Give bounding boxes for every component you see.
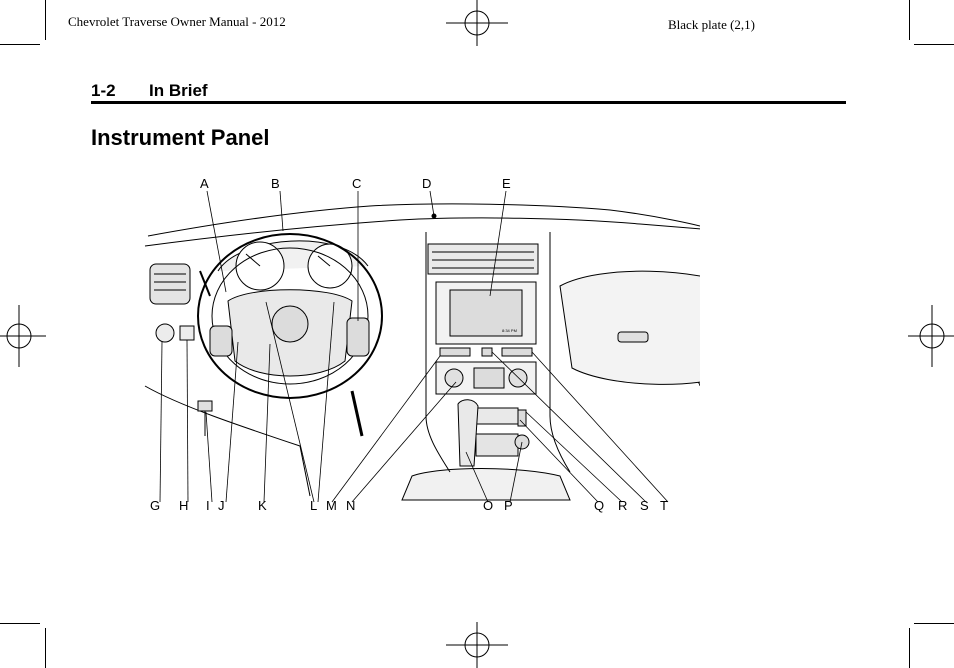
steering-wheel [197,233,383,399]
callout-a: A [200,176,209,191]
registration-mark-top [446,0,508,46]
callout-t: T [660,498,668,513]
shift-lever [457,399,479,467]
horn-emblem [271,305,309,343]
lower-switch-panel [475,407,519,425]
center-stack-outline-right [549,232,571,473]
callout-q: Q [594,498,604,513]
callout-k: K [258,498,267,513]
turn-signal-lever [199,270,211,297]
crop-mark [0,44,40,45]
section-heading: 1-2 In Brief [91,81,846,101]
callout-b: B [271,176,280,191]
callout-r: R [618,498,627,513]
mode-buttons-row [501,347,533,357]
left-climate-knob [444,368,464,388]
hazard-button [481,347,493,357]
callout-g: G [150,498,160,513]
wiper-lever [350,390,364,437]
dimmer-control [179,325,195,341]
callout-j: J [218,498,225,513]
dash-top-surface [144,217,700,247]
navigation-screen [449,289,523,337]
callout-m: M [326,498,337,513]
callout-s: S [640,498,649,513]
callout-l: L [310,498,317,513]
radio-buttons-row [439,347,471,357]
dash-lower-edge [144,385,311,497]
dash-outline [147,203,700,237]
plate-label: Black plate (2,1) [668,17,755,32]
callout-h: H [179,498,188,513]
section-rule [91,101,846,104]
crop-mark [0,623,40,624]
steering-wheel-inner [211,247,369,385]
page-title: Instrument Panel [91,125,270,150]
center-console [401,468,571,501]
callout-e: E [502,176,511,191]
storage-pocket [475,433,519,457]
callout-i: I [206,498,210,513]
callout-n: N [346,498,355,513]
registration-mark-right [908,305,954,367]
cruise-controls [346,317,370,357]
left-air-vent [149,263,191,305]
crop-mark [914,44,954,45]
section-name: In Brief [149,81,208,100]
crop-mark [914,623,954,624]
screen-clock: 8:34 PM [502,328,517,333]
brake-pedal [197,400,213,412]
right-climate-knob [508,368,528,388]
callout-c: C [352,176,361,191]
registration-mark-left [0,305,46,367]
crop-mark [909,0,910,40]
traction-switch [517,409,527,427]
crop-mark [909,628,910,668]
instrument-panel-figure: 8:34 PM [144,176,700,513]
crop-mark [45,0,46,40]
registration-mark-bottom [446,622,508,668]
callout-o: O [483,498,493,513]
glove-box-handle [617,331,649,343]
glove-box [559,270,700,385]
section-number: 1-2 [91,81,116,100]
left-wheel-controls [209,325,233,357]
callout-p: P [504,498,513,513]
manual-title: Chevrolet Traverse Owner Manual - 2012 [68,14,286,29]
center-vents [427,243,539,275]
climate-display [473,367,505,389]
callout-d: D [422,176,431,191]
crop-mark [45,628,46,668]
headlamp-control [155,323,175,343]
